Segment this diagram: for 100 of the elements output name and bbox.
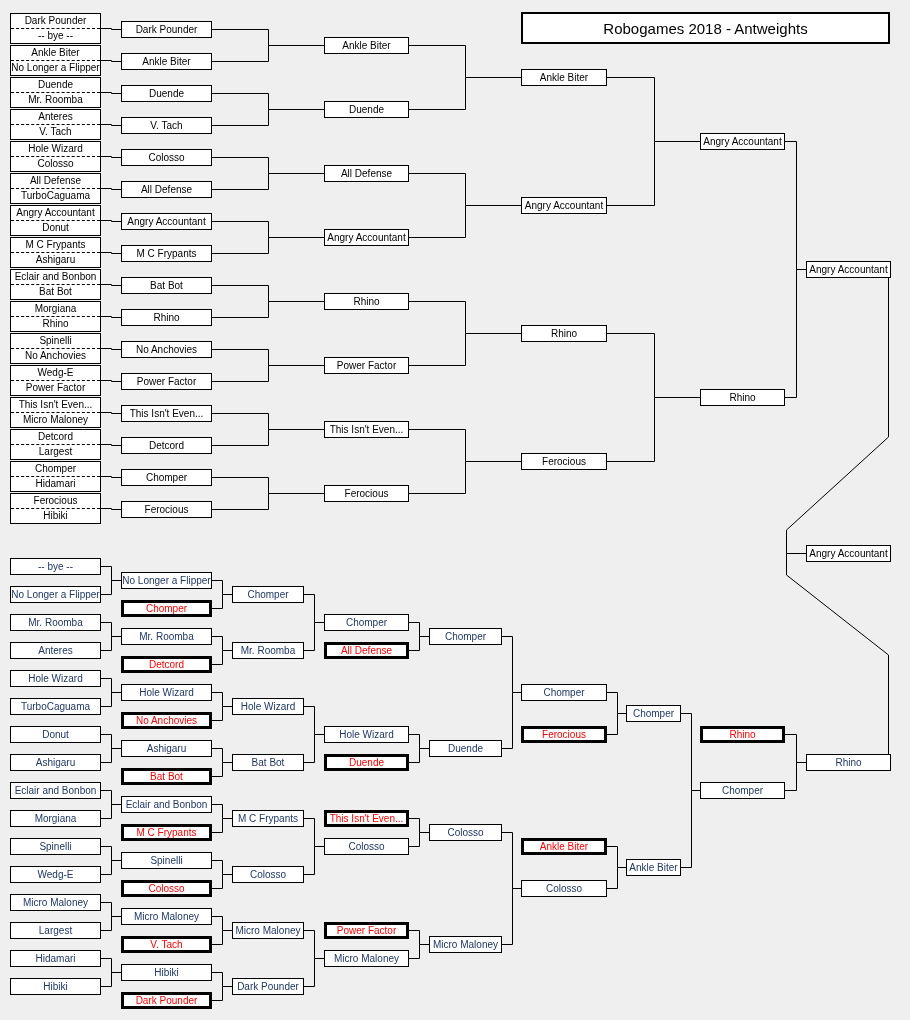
bracket-box — [806, 754, 891, 771]
bracket-line — [784, 269, 807, 398]
bracket-line — [211, 429, 325, 446]
competitor-name: Power Factor — [335, 358, 398, 373]
bracket-line — [100, 188, 122, 190]
bracket-line — [211, 493, 325, 510]
bracket-box — [10, 866, 101, 883]
bracket-box — [324, 37, 409, 54]
competitor-name: Rhino — [834, 755, 863, 770]
matchup-box — [10, 365, 101, 396]
matchup-box — [10, 493, 101, 524]
competitor-name: Chomper — [144, 470, 189, 485]
competitor-name: Ashigaru — [145, 741, 188, 756]
eliminated-box — [521, 726, 607, 743]
competitor-name: This Isn't Even... — [328, 422, 405, 437]
bracket-line — [303, 622, 325, 651]
competitor-name: Spinelli — [38, 839, 73, 854]
competitor-name: Dark Pounder — [11, 14, 100, 29]
matchup-box — [10, 77, 101, 108]
competitor-name: Micro Maloney — [333, 951, 400, 966]
bracket-box — [121, 53, 212, 70]
competitor-name: -- bye -- — [37, 559, 74, 574]
competitor-name: Hidamari — [34, 951, 77, 966]
competitor-name: All Defense — [339, 645, 394, 656]
competitor-name: Angry Accountant — [808, 546, 889, 561]
competitor-name: Angry Accountant — [808, 262, 889, 277]
competitor-name: Detcord — [148, 659, 185, 670]
competitor-name: Dark Pounder — [134, 995, 199, 1006]
competitor-name: Mr. Roomba — [239, 643, 297, 658]
competitor-name: Rhino — [728, 390, 757, 405]
bracket-box — [232, 866, 304, 883]
bracket-box — [10, 558, 101, 575]
bracket-line — [606, 867, 627, 889]
bracket-box — [10, 670, 101, 687]
bracket-line — [100, 28, 122, 30]
competitor-name: Chomper — [11, 462, 100, 477]
bracket-line — [211, 762, 233, 777]
bracket-box — [324, 614, 409, 631]
competitor-name: Chomper — [631, 706, 676, 721]
bracket-line — [100, 220, 122, 222]
competitor-name: Duende — [348, 102, 385, 117]
bracket-line — [100, 476, 122, 478]
bracket-box — [121, 213, 212, 230]
competitor-name: Anteres — [11, 110, 100, 125]
competitor-name: V. Tach — [149, 118, 184, 133]
competitor-name: Duende — [148, 86, 185, 101]
bracket-line — [211, 45, 325, 62]
bracket-line — [211, 706, 233, 721]
bracket-line — [211, 365, 325, 382]
bracket-box — [121, 341, 212, 358]
competitor-name: Micro Maloney — [22, 413, 89, 427]
competitor-name: No Longer a Flipper — [122, 573, 211, 588]
bracket-line — [786, 553, 889, 755]
competitor-name: Bat Bot — [149, 278, 184, 293]
bracket-line — [408, 636, 430, 651]
bracket-box — [10, 950, 101, 967]
bracket-box — [429, 628, 502, 645]
bracket-box — [232, 698, 304, 715]
bracket-box — [521, 880, 607, 897]
bracket-box — [121, 245, 212, 262]
competitor-name: Hole Wizard — [27, 671, 84, 686]
competitor-name: Ferocious — [343, 486, 390, 501]
eliminated-box — [121, 824, 212, 841]
eliminated-box — [121, 768, 212, 785]
bracket-line — [100, 348, 122, 350]
matchup-box — [10, 333, 101, 364]
bracket-box — [429, 824, 502, 841]
bracket-line — [100, 60, 122, 62]
competitor-name: -- bye -- — [37, 29, 74, 43]
competitor-name: Micro Maloney — [133, 909, 200, 924]
competitor-name: Micro Maloney — [22, 895, 89, 910]
bracket-line — [680, 790, 701, 868]
eliminated-box — [121, 936, 212, 953]
matchup-box — [10, 269, 101, 300]
eliminated-box — [324, 922, 409, 939]
competitor-name: Ashigaru — [34, 755, 77, 770]
bracket-box — [324, 838, 409, 855]
competitor-name: Dark Pounder — [236, 979, 300, 994]
bracket-box — [121, 501, 212, 518]
competitor-name: M C Frypants — [135, 827, 198, 838]
competitor-name: Power Factor — [135, 374, 198, 389]
bracket-box — [10, 698, 101, 715]
bracket-box — [10, 894, 101, 911]
bracket-line — [408, 461, 522, 494]
competitor-name: Colosso — [544, 881, 584, 896]
bracket-line — [100, 860, 122, 875]
bracket-box — [121, 149, 212, 166]
competitor-name: V. Tach — [38, 125, 73, 139]
competitor-name: Chomper — [443, 629, 488, 644]
bracket-line — [100, 916, 122, 931]
bracket-box — [700, 389, 785, 406]
bracket-line — [303, 846, 325, 875]
competitor-name: Hibiki — [42, 509, 69, 523]
competitor-name: Ashigaru — [34, 253, 77, 267]
bracket-box — [521, 684, 607, 701]
bracket-line — [100, 316, 122, 318]
competitor-name: Ferocious — [541, 454, 587, 469]
bracket-box — [10, 810, 101, 827]
competitor-name: Anteres — [37, 643, 74, 658]
bracket-box — [10, 922, 101, 939]
